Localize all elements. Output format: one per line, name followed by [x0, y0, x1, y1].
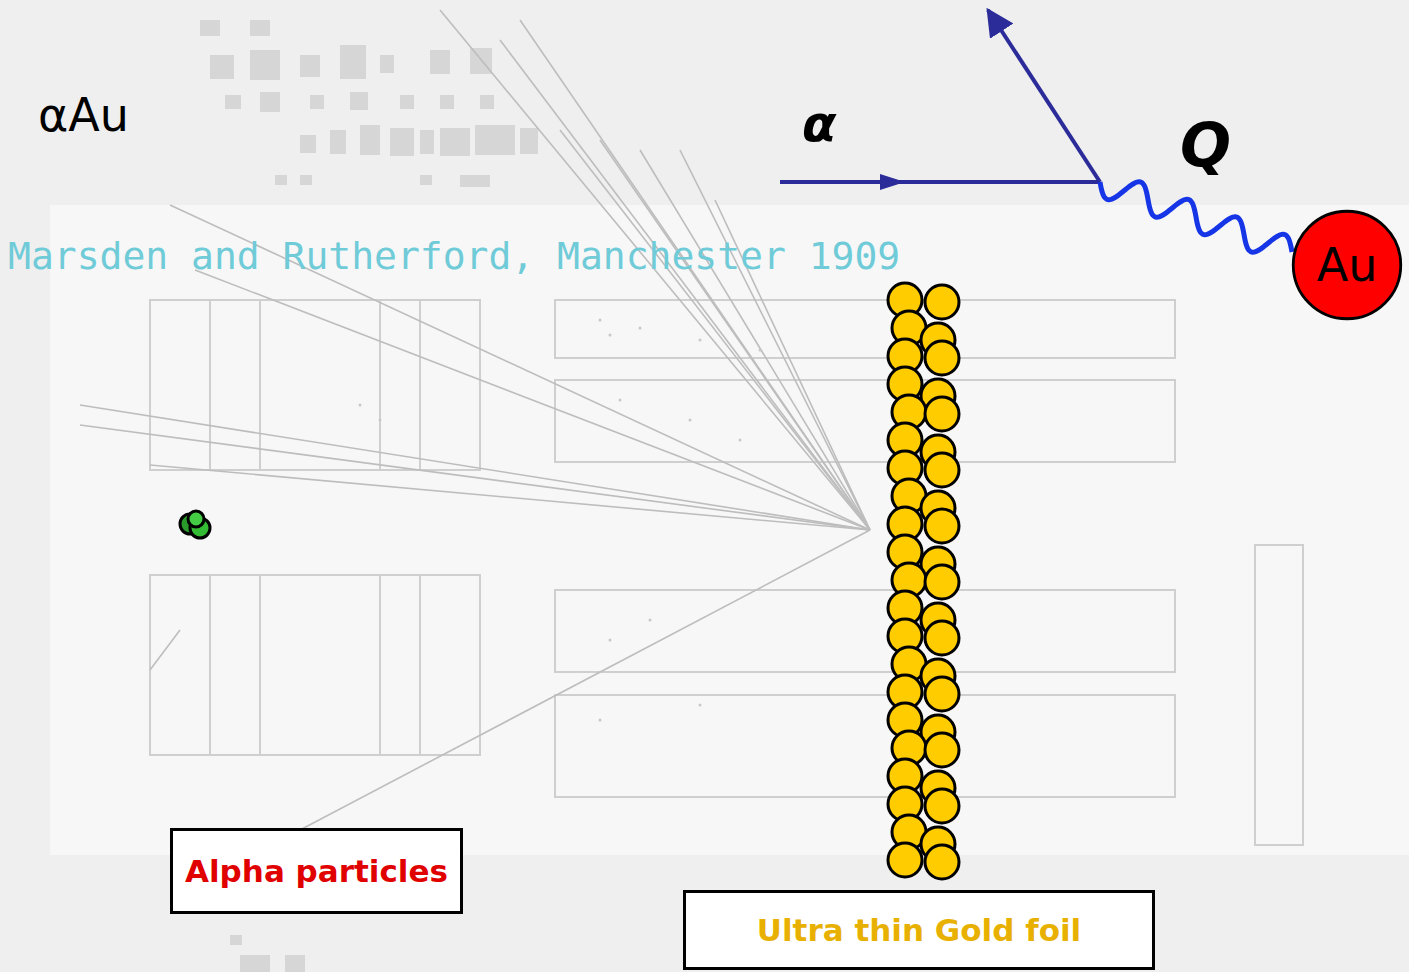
- gold-atom: [925, 845, 959, 879]
- feynman-diagram: [780, 10, 1292, 252]
- gold-atom: [925, 285, 959, 319]
- nucleus-circle: Au: [1291, 209, 1403, 321]
- detector-modules: [150, 300, 1303, 845]
- momentum-label: Q: [1180, 110, 1231, 180]
- hit-dots: [359, 319, 762, 722]
- gold-atom: [925, 677, 959, 711]
- alpha-particle: [180, 511, 210, 538]
- gold-atom: [925, 733, 959, 767]
- gold-atom: [925, 509, 959, 543]
- particle-label: α: [802, 95, 836, 153]
- node-text: Alpha particles: [185, 853, 448, 889]
- gold-foil: [888, 283, 959, 879]
- label-box: Ultra thin Gold foil: [683, 890, 1155, 970]
- gold-atom: [925, 397, 959, 431]
- node-text: Au: [1317, 238, 1378, 292]
- gold-atom: [925, 621, 959, 655]
- watermark: Marsden and Rutherford, Manchester 1909: [8, 234, 900, 278]
- detector-panel: [50, 205, 1409, 855]
- reaction-label: αAu: [38, 88, 129, 142]
- label-box: Alpha particles: [170, 828, 463, 914]
- node-text: Ultra thin Gold foil: [757, 912, 1081, 948]
- gold-atom: [925, 565, 959, 599]
- gold-atom: [888, 843, 922, 877]
- gold-atom: [925, 789, 959, 823]
- gold-atom: [925, 341, 959, 375]
- particle-tracks: [80, 10, 870, 830]
- gold-atom: [925, 453, 959, 487]
